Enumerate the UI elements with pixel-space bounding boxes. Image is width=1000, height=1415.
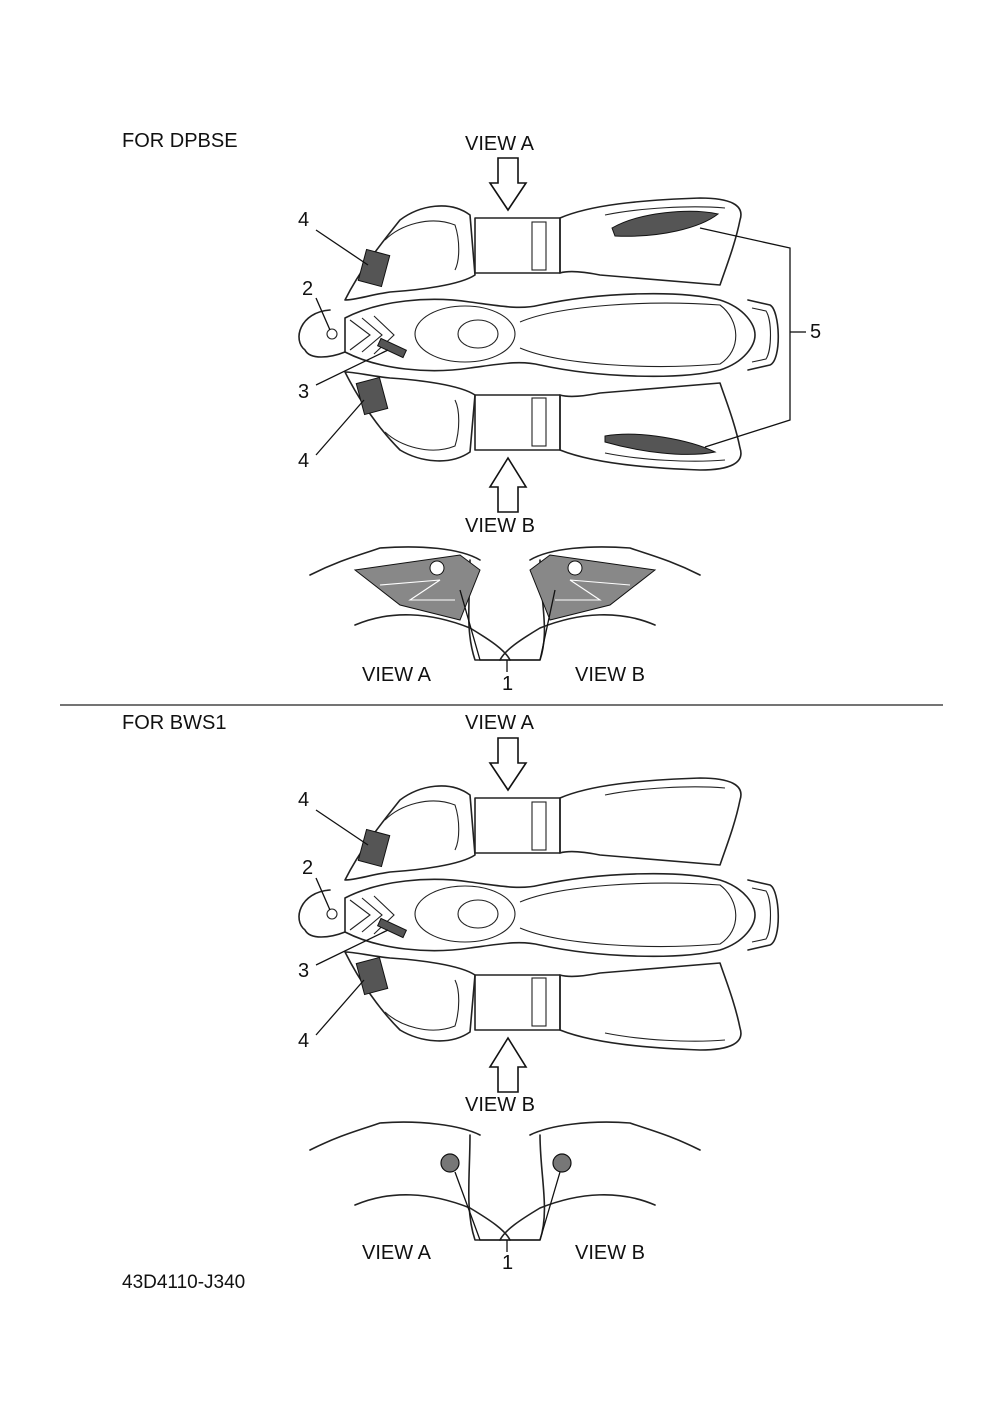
callout-1-bws1: 1 [502,1252,514,1274]
leader-2-dpbse [315,297,331,331]
callout-1-dpbse: 1 [502,673,514,695]
callout-4-upper-dpbse: 4 [298,209,310,231]
decal-5-lower-dpbse [604,433,717,455]
view-a-label-top-dpbse: VIEW A [465,133,534,155]
detail-view-a-label-bws1: VIEW A [362,1242,431,1264]
atv-top-view-bws1 [298,777,780,1051]
detail-view-b-label-bws1: VIEW B [575,1242,646,1264]
detail-view-bws1 [309,1121,701,1252]
decal-5-upper-dpbse [611,210,720,237]
callout-2-bws1: 2 [302,857,314,879]
view-a-arrow-dpbse [488,157,528,212]
atv-top-view-dpbse [298,197,780,471]
callout-2-dpbse: 2 [302,278,314,300]
callout-5-dpbse: 5 [810,321,822,343]
leader-4-upper-bws1 [315,809,369,846]
leader-3-dpbse [315,349,389,386]
view-b-arrow-dpbse [488,456,528,513]
callout-3-bws1: 3 [298,960,310,982]
decal-4-upper-dpbse [357,248,391,288]
view-b-arrow-bws1 [488,1036,528,1093]
decal-4-lower-bws1 [355,956,389,996]
diagram-code: 43D4110-J340 [122,1272,246,1293]
callout-4-lower-dpbse: 4 [298,450,310,472]
detail-view-a-label-dpbse: VIEW A [362,664,431,686]
callout-4-lower-bws1: 4 [298,1030,310,1052]
leader-2-bws1 [315,877,331,911]
detail-view-b-label-dpbse: VIEW B [575,664,646,686]
view-b-label-dpbse: VIEW B [465,515,536,537]
decal-3-bws1 [376,917,408,939]
leader-4-lower-dpbse [315,399,365,456]
leader-3-bws1 [315,929,389,966]
leader-5-bracket-dpbse [699,227,791,448]
section-label-dpbse: FOR DPBSE [122,130,238,152]
section-label-bws1: FOR BWS1 [122,712,227,734]
decal-3-dpbse [376,337,408,359]
callout-4-upper-bws1: 4 [298,789,310,811]
leader-4-upper-dpbse [315,229,369,266]
decal-4-upper-bws1 [357,828,391,868]
view-a-arrow-bws1 [488,737,528,792]
view-b-label-bws1: VIEW B [465,1094,536,1116]
view-a-label-top-bws1: VIEW A [465,712,534,734]
leader-4-lower-bws1 [315,979,365,1036]
callout-3-dpbse: 3 [298,381,310,403]
decal-4-lower-dpbse [355,376,389,416]
detail-view-dpbse [309,546,701,672]
